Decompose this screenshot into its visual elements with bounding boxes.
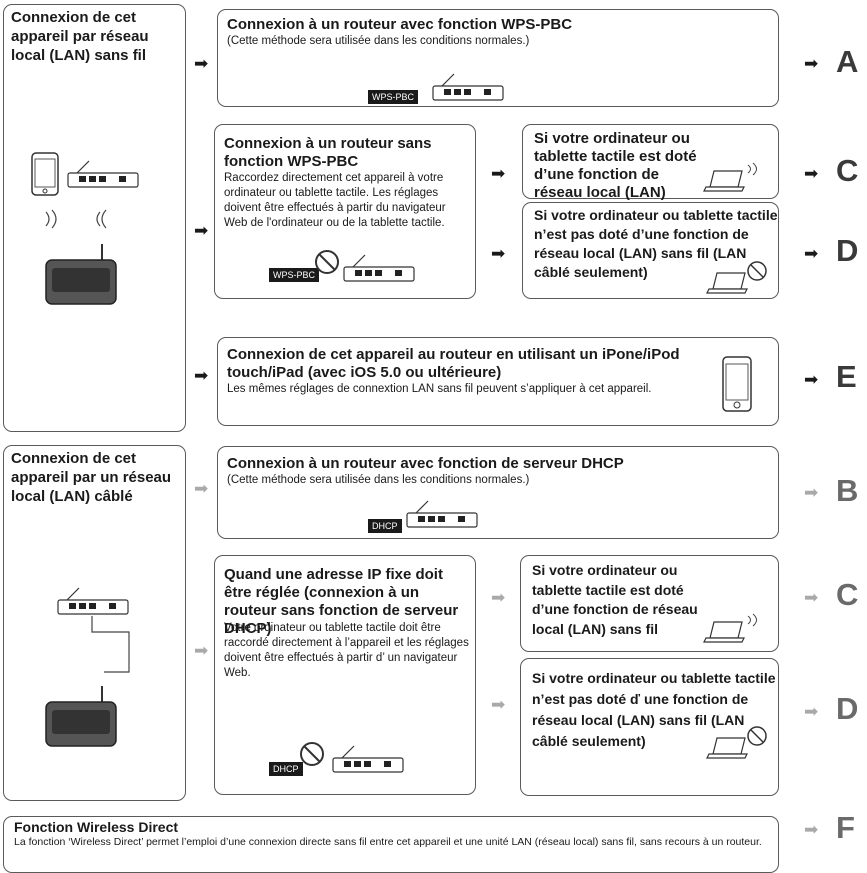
wps-pbc-title: Connexion à un routeur avec fonction WPS…	[227, 16, 573, 33]
arrow-to-d-2: ➡	[804, 702, 819, 721]
fixed-ip-title: Quand une adresse IP fixe doit être régl…	[224, 566, 459, 637]
no-wifi-pc-box-2: Si votre ordinateur ou tablette tactile …	[520, 658, 779, 796]
wps-pbc-badge: WPS-PBC	[368, 90, 419, 104]
wireless-lan-section-title: Connexion de cet appareil par réseau loc…	[11, 9, 149, 64]
prohibited-icon	[300, 742, 324, 766]
prohibited-icon	[315, 250, 339, 274]
arrow-to-dhcp: ➡	[194, 479, 209, 498]
arrow-to-e: ➡	[804, 370, 819, 389]
dhcp-note: (Cette méthode sera utilisée dans les co…	[227, 474, 530, 486]
dhcp-badge: DHCP	[368, 519, 402, 533]
audio-device-icon	[45, 244, 117, 305]
router-icon	[332, 745, 404, 773]
arrow-to-d: ➡	[804, 244, 819, 263]
laptop-wifi-icon	[703, 162, 757, 192]
wifi-pc-title-1: Si votre ordinateur ou tablette tactile …	[534, 130, 697, 219]
step-letter-c: C	[836, 153, 859, 188]
laptop-no-wifi-icon	[706, 261, 767, 294]
wifi-pc-box-1: Si votre ordinateur ou tablette tactile …	[522, 124, 779, 219]
wireless-direct-box: Fonction Wireless Direct La fonction ‘Wi…	[3, 816, 779, 873]
no-wifi-pc-box-1: Si votre ordinateur ou tablette tactile …	[522, 202, 779, 299]
audio-device-icon	[45, 686, 117, 747]
wps-pbc-box: Connexion à un routeur avec fonction WPS…	[217, 9, 779, 107]
laptop-wifi-icon	[703, 613, 757, 643]
iphone-icon	[722, 356, 752, 412]
wireless-direct-body: La fonction ‘Wireless Direct’ permet l’e…	[14, 836, 762, 848]
no-wps-pbc-badge: WPS-PBC	[269, 268, 320, 282]
step-letter-e: E	[836, 359, 857, 394]
arrow-to-ios: ➡	[194, 366, 209, 385]
arrow-to-c-2: ➡	[804, 588, 819, 607]
arrow-to-wifi-pc-2: ➡	[491, 588, 506, 607]
router-icon	[57, 587, 129, 615]
arrow-to-nowifi-pc-2: ➡	[491, 695, 506, 714]
router-icon	[67, 160, 139, 188]
step-letter-c-2: C	[836, 577, 859, 612]
lan-cable-icon	[91, 616, 130, 673]
ios-body: Les mêmes réglages de connextion LAN san…	[227, 383, 652, 395]
no-wps-pbc-title: Connexion à un routeur sans fonction WPS…	[224, 135, 432, 170]
step-letter-f: F	[836, 810, 855, 845]
step-letter-b: B	[836, 473, 859, 508]
no-wifi-pc-title-2: Si votre ordinateur ou tablette tactile …	[532, 670, 776, 749]
arrow-to-wps: ➡	[194, 54, 209, 73]
wireless-lan-section: Connexion de cet appareil par réseau loc…	[3, 4, 186, 432]
arrow-to-fixed-ip: ➡	[194, 641, 209, 660]
step-letter-d: D	[836, 233, 859, 268]
fixed-ip-badge: DHCP	[269, 762, 303, 776]
ios-box: Connexion de cet appareil au routeur en …	[217, 337, 779, 426]
laptop-no-wifi-icon	[706, 726, 767, 759]
wifi-pc-title-2: Si votre ordinateur ou tablette tactile …	[532, 562, 698, 637]
step-letter-d-2: D	[836, 691, 859, 726]
no-wifi-pc-title-1: Si votre ordinateur ou tablette tactile …	[534, 207, 778, 280]
wireless-direct-title: Fonction Wireless Direct	[14, 819, 179, 835]
wps-pbc-note: (Cette méthode sera utilisée dans les co…	[227, 35, 530, 47]
arrow-to-c: ➡	[804, 164, 819, 183]
wifi-pc-box-2: Si votre ordinateur ou tablette tactile …	[520, 555, 779, 652]
dhcp-box: Connexion à un routeur avec fonction de …	[217, 446, 779, 539]
dhcp-title: Connexion à un routeur avec fonction de …	[227, 455, 624, 472]
arrow-to-b: ➡	[804, 483, 819, 502]
fixed-ip-body: Votre ordinateur ou tablette tactile doi…	[224, 622, 469, 679]
smartphone-icon	[31, 152, 59, 196]
router-icon	[432, 73, 504, 101]
arrow-to-wifi-pc-1: ➡	[491, 164, 506, 183]
no-wps-pbc-box: Connexion à un routeur sans fonction WPS…	[214, 124, 476, 299]
router-icon	[406, 500, 478, 528]
wired-lan-section: Connexion de cet appareil par un réseau …	[3, 445, 186, 801]
router-icon	[343, 254, 415, 282]
wired-lan-section-title: Connexion de cet appareil par un réseau …	[11, 450, 172, 505]
fixed-ip-box: Quand une adresse IP fixe doit être régl…	[214, 555, 476, 795]
no-wps-pbc-body: Raccordez directement cet appareil à vot…	[224, 172, 446, 229]
wireless-waves-icon	[45, 209, 107, 229]
arrow-to-nowifi-pc-1: ➡	[491, 244, 506, 263]
arrow-to-f: ➡	[804, 820, 819, 839]
arrow-to-a: ➡	[804, 54, 819, 73]
step-letter-a: A	[836, 44, 859, 79]
arrow-to-nowps: ➡	[194, 221, 209, 240]
ios-title: Connexion de cet appareil au routeur en …	[227, 346, 680, 381]
